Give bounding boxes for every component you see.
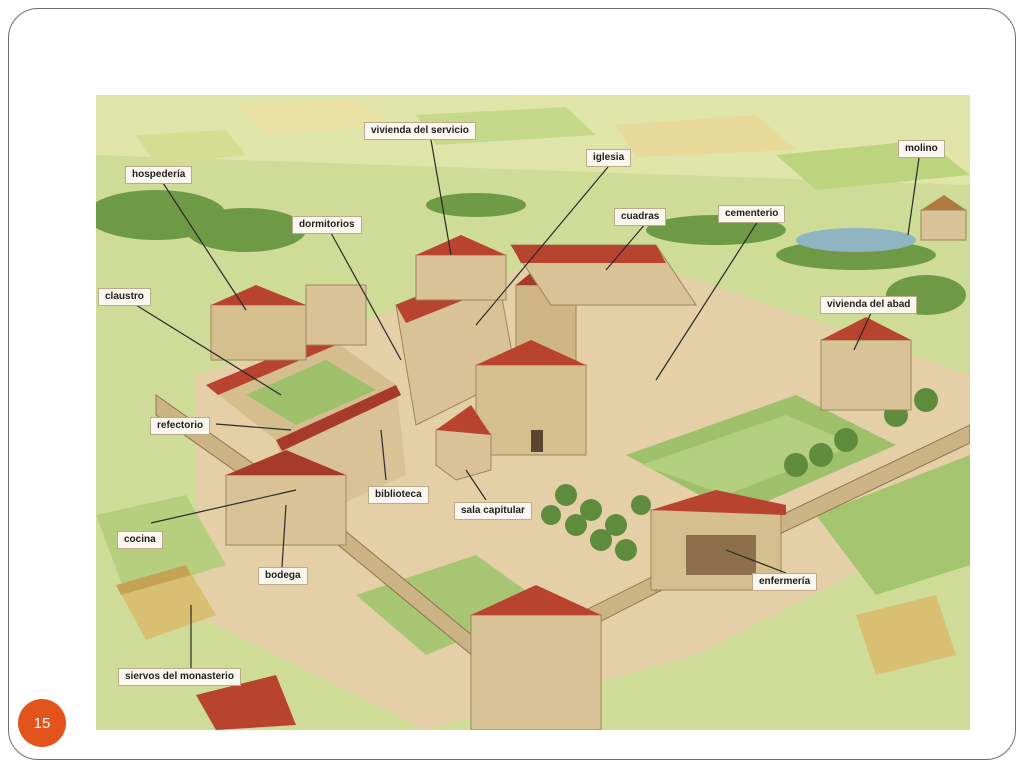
guesthouse (210, 284, 367, 361)
leader-lines (135, 139, 920, 668)
stables (510, 244, 697, 306)
servants-house (415, 235, 507, 301)
label-vivienda-del-servicio: vivienda del servicio (364, 122, 476, 140)
far-fields (96, 95, 970, 190)
label-claustro: claustro (98, 288, 151, 306)
gatehouse (470, 585, 602, 730)
label-dormitorios: dormitorios (292, 216, 362, 234)
chapter-house (435, 405, 492, 481)
label-cementerio: cementerio (718, 205, 786, 223)
serf-huts (116, 565, 956, 730)
label-vivienda-del-abad: vivienda del abad (820, 296, 918, 314)
label-iglesia: iglesia (586, 149, 632, 167)
kitchen-cellar (225, 450, 347, 546)
infirmary (650, 490, 786, 591)
label-biblioteca: biblioteca (368, 486, 429, 504)
label-refectorio: refectorio (150, 417, 211, 435)
gardens (96, 395, 970, 655)
label-bodega: bodega (258, 567, 308, 585)
monastery-illustration (96, 95, 970, 730)
abbot-house (820, 317, 912, 411)
label-siervos-del-monasterio: siervos del monasterio (118, 668, 241, 686)
label-cocina: cocina (117, 531, 163, 549)
mill (920, 195, 967, 241)
label-sala-capitular: sala capitular (454, 502, 532, 520)
label-cuadras: cuadras (614, 208, 667, 226)
page-number-badge: 15 (18, 699, 66, 747)
pond (796, 228, 916, 252)
orchard (541, 388, 938, 561)
label-molino: molino (898, 140, 945, 158)
label-enfermeria: enfermería (752, 573, 818, 591)
label-hospederia: hospedería (125, 166, 193, 184)
